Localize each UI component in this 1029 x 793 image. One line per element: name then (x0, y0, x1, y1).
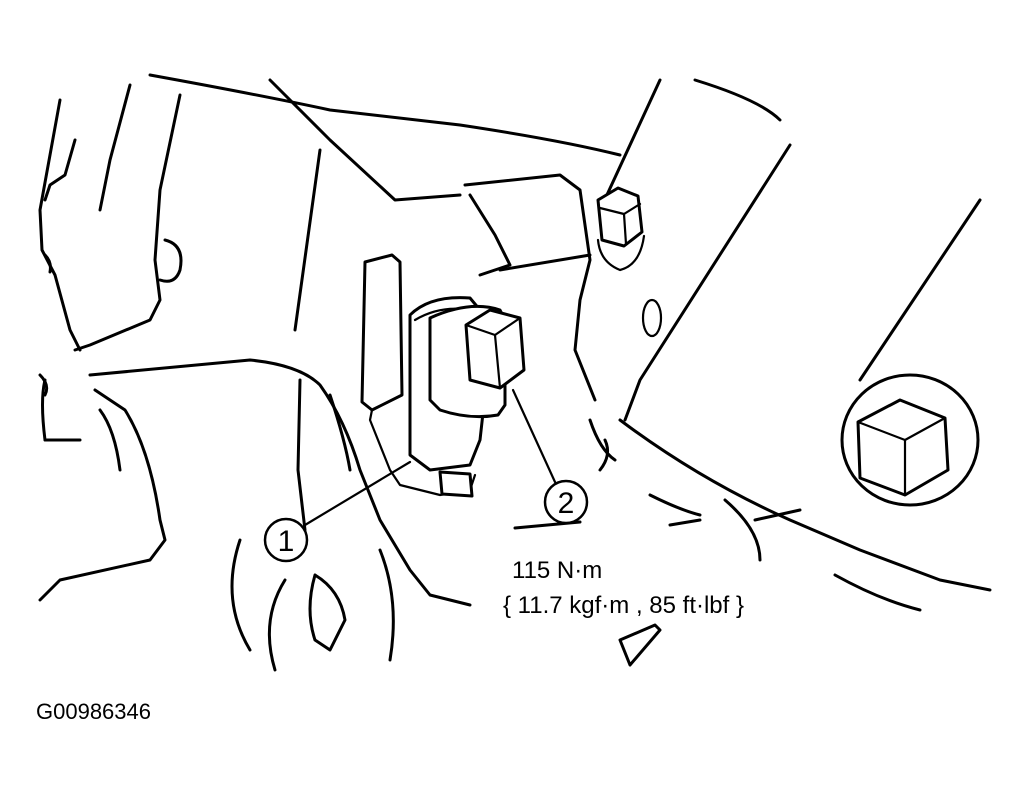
callout-leaders (303, 388, 557, 527)
chassis-linework (38, 73, 992, 672)
torque-spec: 115 N·m { 11.7 kgf·m , 85 ft·lbf } (503, 557, 744, 619)
bolt-part (428, 304, 526, 419)
callout-2-number: 2 (558, 487, 575, 520)
upper-bolt-icon (596, 186, 646, 272)
torque-secondary: { 11.7 kgf·m , 85 ft·lbf } (503, 592, 744, 619)
callout-2: 2 (543, 479, 589, 525)
callout-1: 1 (263, 517, 309, 563)
large-hex-bolt-icon (840, 373, 980, 507)
figure-id: G00986346 (36, 699, 151, 724)
callout-1-number: 1 (278, 525, 295, 558)
torque-primary: 115 N·m (512, 557, 602, 584)
